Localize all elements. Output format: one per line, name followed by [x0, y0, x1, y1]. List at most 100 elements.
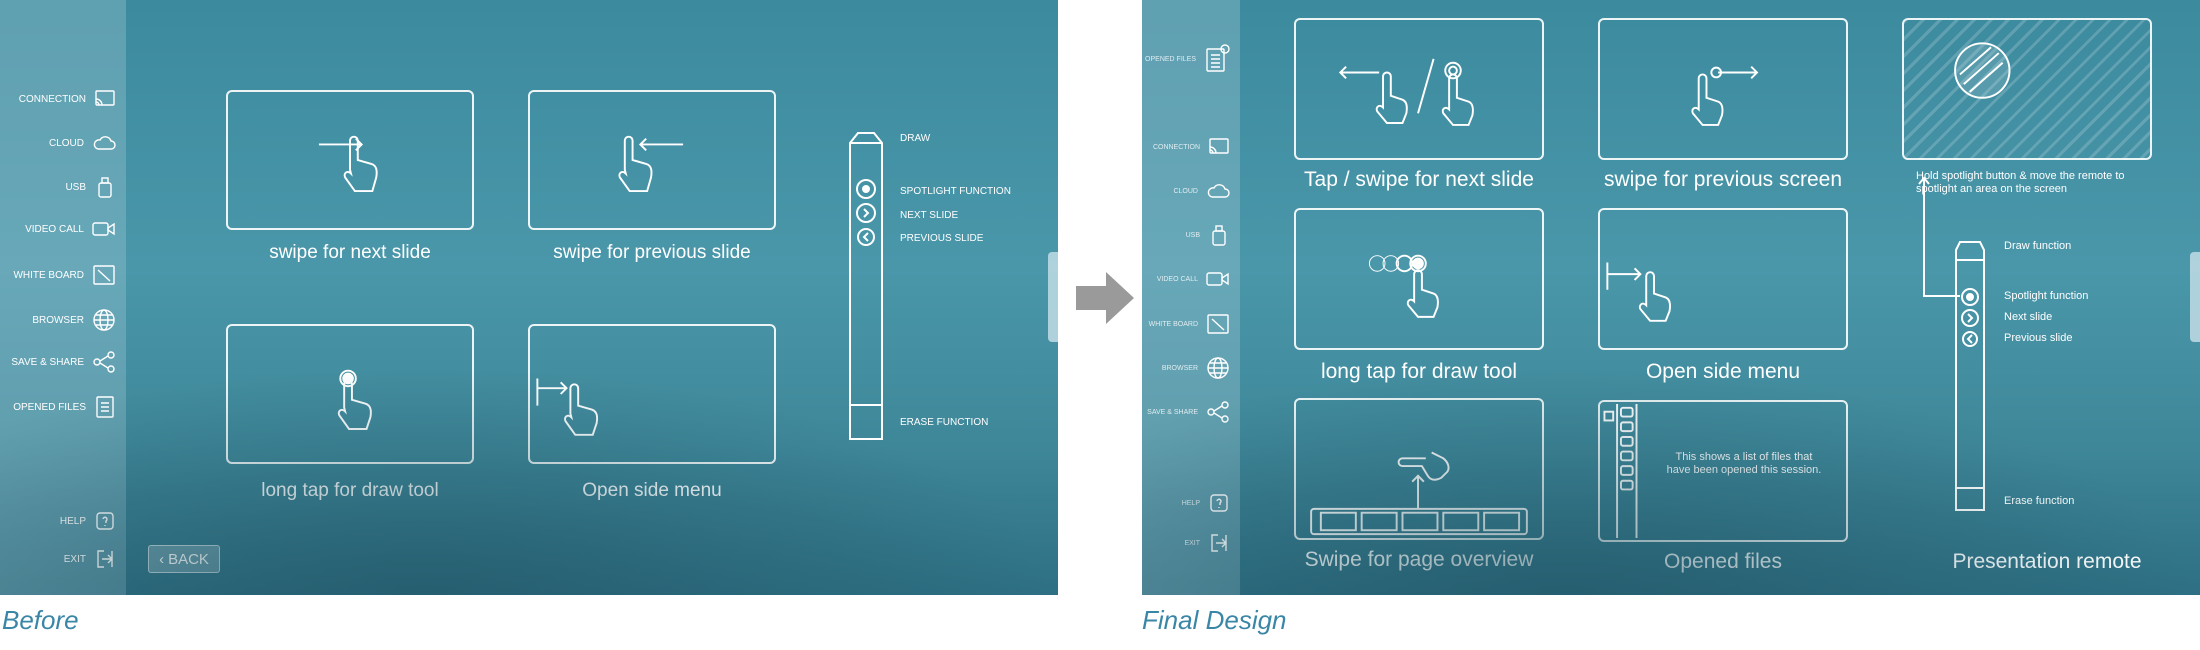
remote-label-previous: PREVIOUS SLIDE: [900, 233, 984, 244]
cloud-icon: [93, 136, 116, 150]
long-tap-gesture-icon: [1368, 254, 1439, 318]
gesture-card-draw-tool: [1294, 208, 1544, 350]
sidebar: CONNECTION CLOUD USB VIDEO CALL WHITE BO…: [0, 0, 126, 595]
sidebar-item-exit[interactable]: EXIT: [1184, 532, 1230, 554]
document-icon: [1206, 44, 1230, 72]
final-design-screen: OPENED FILES CONNECTION CLOUD USB VIDEO …: [1142, 0, 2200, 595]
gesture-caption: long tap for draw tool: [1320, 360, 1518, 383]
sidebar-item-usb[interactable]: USB: [65, 176, 116, 198]
gesture-card-side-menu: [528, 324, 776, 464]
presentation-remote-illustration: [849, 132, 883, 440]
sidebar-item-label: HELP: [59, 515, 86, 527]
gesture-card-previous-screen: [1598, 18, 1848, 160]
sidebar: OPENED FILES CONNECTION CLOUD USB VIDEO …: [1142, 0, 1240, 595]
sidebar-item-help[interactable]: HELP: [1182, 492, 1230, 514]
whiteboard-icon: [93, 265, 115, 285]
side-menu-handle[interactable]: [1048, 252, 1058, 342]
remote-label-erase: ERASE FUNCTION: [900, 417, 989, 428]
gesture-caption: swipe for previous screen: [1603, 168, 1843, 191]
sidebar-item-video-call[interactable]: VIDEO CALL: [1157, 270, 1230, 288]
sidebar-item-save-share[interactable]: SAVE & SHARE: [11, 350, 116, 374]
gesture-caption: Open side menu: [582, 480, 722, 501]
sidebar-item-cloud[interactable]: CLOUD: [49, 134, 116, 152]
swipe-gesture-icon: [1691, 65, 1759, 126]
sidebar-item-label: SAVE & SHARE: [11, 356, 84, 368]
spotlight-hint-text: Hold spotlight button & move the remote …: [1916, 170, 2125, 195]
remote-label-spotlight: SPOTLIGHT FUNCTION: [900, 186, 1011, 197]
sidebar-item-label: USB: [65, 181, 86, 193]
share-icon: [93, 351, 115, 373]
sidebar-item-label: CONNECTION: [1152, 143, 1200, 151]
file-list-panel-icon: [1603, 403, 1638, 539]
before-caption: Before: [2, 605, 79, 635]
sidebar-item-white-board[interactable]: WHITE BOARD: [13, 264, 116, 286]
chevron-left-icon: ‹: [159, 550, 165, 568]
share-icon: [1207, 401, 1229, 423]
gesture-caption: Presentation remote: [1952, 550, 2142, 573]
sidebar-item-label: SAVE & SHARE: [1147, 408, 1198, 416]
sidebar-item-browser[interactable]: BROWSER: [32, 308, 116, 332]
gesture-caption: Swipe for page overview: [1304, 548, 1534, 571]
gesture-card-previous-slide: [528, 90, 776, 230]
sidebar-item-label: CONNECTION: [18, 93, 86, 105]
remote-label-next: Next slide: [2004, 311, 2053, 323]
exit-icon: [1211, 534, 1227, 552]
remote-label-erase: Erase function: [2004, 495, 2075, 507]
gesture-card-tap-swipe: [1294, 18, 1544, 160]
gesture-card-draw-tool: [226, 324, 474, 464]
usb-icon: [1212, 225, 1226, 246]
remote-label-previous: Previous slide: [2004, 332, 2073, 344]
sidebar-item-opened-files[interactable]: OPENED FILES: [13, 395, 116, 419]
tap-swipe-gesture-icon: [1338, 58, 1474, 126]
remote-label-draw: Draw function: [2004, 240, 2072, 252]
sidebar-item-connection[interactable]: CONNECTION: [1153, 138, 1230, 156]
back-button[interactable]: ‹ BACK: [148, 545, 220, 573]
gesture-caption: swipe for next slide: [269, 242, 431, 263]
exit-icon: [97, 550, 113, 568]
sidebar-item-white-board[interactable]: WHITE BOARD: [1149, 313, 1230, 335]
sidebar-item-video-call[interactable]: VIDEO CALL: [25, 220, 116, 238]
presentation-remote-illustration: [1918, 176, 1985, 511]
swipe-left-gesture-icon: [618, 135, 684, 193]
sidebar-item-label: OPENED FILES: [1145, 55, 1196, 63]
back-label: BACK: [168, 550, 209, 568]
globe-icon: [1207, 357, 1229, 379]
sidebar-item-help[interactable]: HELP: [60, 510, 116, 532]
sidebar-item-label: HELP: [1181, 499, 1200, 507]
sidebar-item-browser[interactable]: BROWSER: [1162, 356, 1230, 380]
side-menu-handle[interactable]: [2190, 252, 2200, 342]
spotlight-circle-icon: [1954, 42, 2011, 99]
gesture-card-side-menu: [1598, 208, 1848, 350]
final-design-caption: Final Design: [1142, 605, 1287, 635]
sidebar-item-save-share[interactable]: SAVE & SHARE: [1147, 400, 1230, 424]
gesture-caption: Tap / swipe for next slide: [1304, 168, 1534, 191]
gesture-card-next-slide: [226, 90, 474, 230]
spotlight-preview-card: [1902, 18, 2152, 160]
swipe-right-gesture-icon: [318, 135, 378, 193]
video-camera-icon: [92, 222, 115, 236]
arrow-right-icon: [1076, 272, 1134, 324]
document-icon: [96, 396, 114, 418]
sidebar-item-label: CLOUD: [48, 137, 84, 149]
sidebar-item-cloud[interactable]: CLOUD: [1173, 182, 1230, 200]
sidebar-item-label: EXIT: [63, 553, 86, 565]
gesture-caption: Open side menu: [1645, 360, 1801, 383]
sidebar-item-label: BROWSER: [1161, 364, 1198, 372]
sidebar-item-label: WHITE BOARD: [13, 269, 84, 281]
edge-swipe-gesture-icon: [1606, 262, 1672, 322]
sidebar-item-label: USB: [1185, 231, 1200, 239]
globe-icon: [93, 309, 115, 331]
gesture-caption: Opened files: [1664, 550, 1782, 573]
remote-label-draw: DRAW: [900, 133, 931, 144]
sidebar-item-connection[interactable]: CONNECTION: [19, 90, 116, 108]
help-icon: [1210, 494, 1228, 512]
long-tap-gesture-icon: [337, 369, 372, 430]
sidebar-item-usb[interactable]: USB: [1186, 224, 1230, 246]
cast-icon: [95, 90, 115, 106]
sidebar-item-exit[interactable]: EXIT: [64, 548, 116, 570]
remote-label-next: NEXT SLIDE: [900, 210, 959, 221]
sidebar-item-label: OPENED FILES: [13, 401, 86, 413]
sidebar-item-label: EXIT: [1184, 539, 1200, 547]
gesture-caption: swipe for previous slide: [553, 242, 751, 263]
sidebar-item-opened-files[interactable]: OPENED FILES: [1145, 44, 1230, 74]
